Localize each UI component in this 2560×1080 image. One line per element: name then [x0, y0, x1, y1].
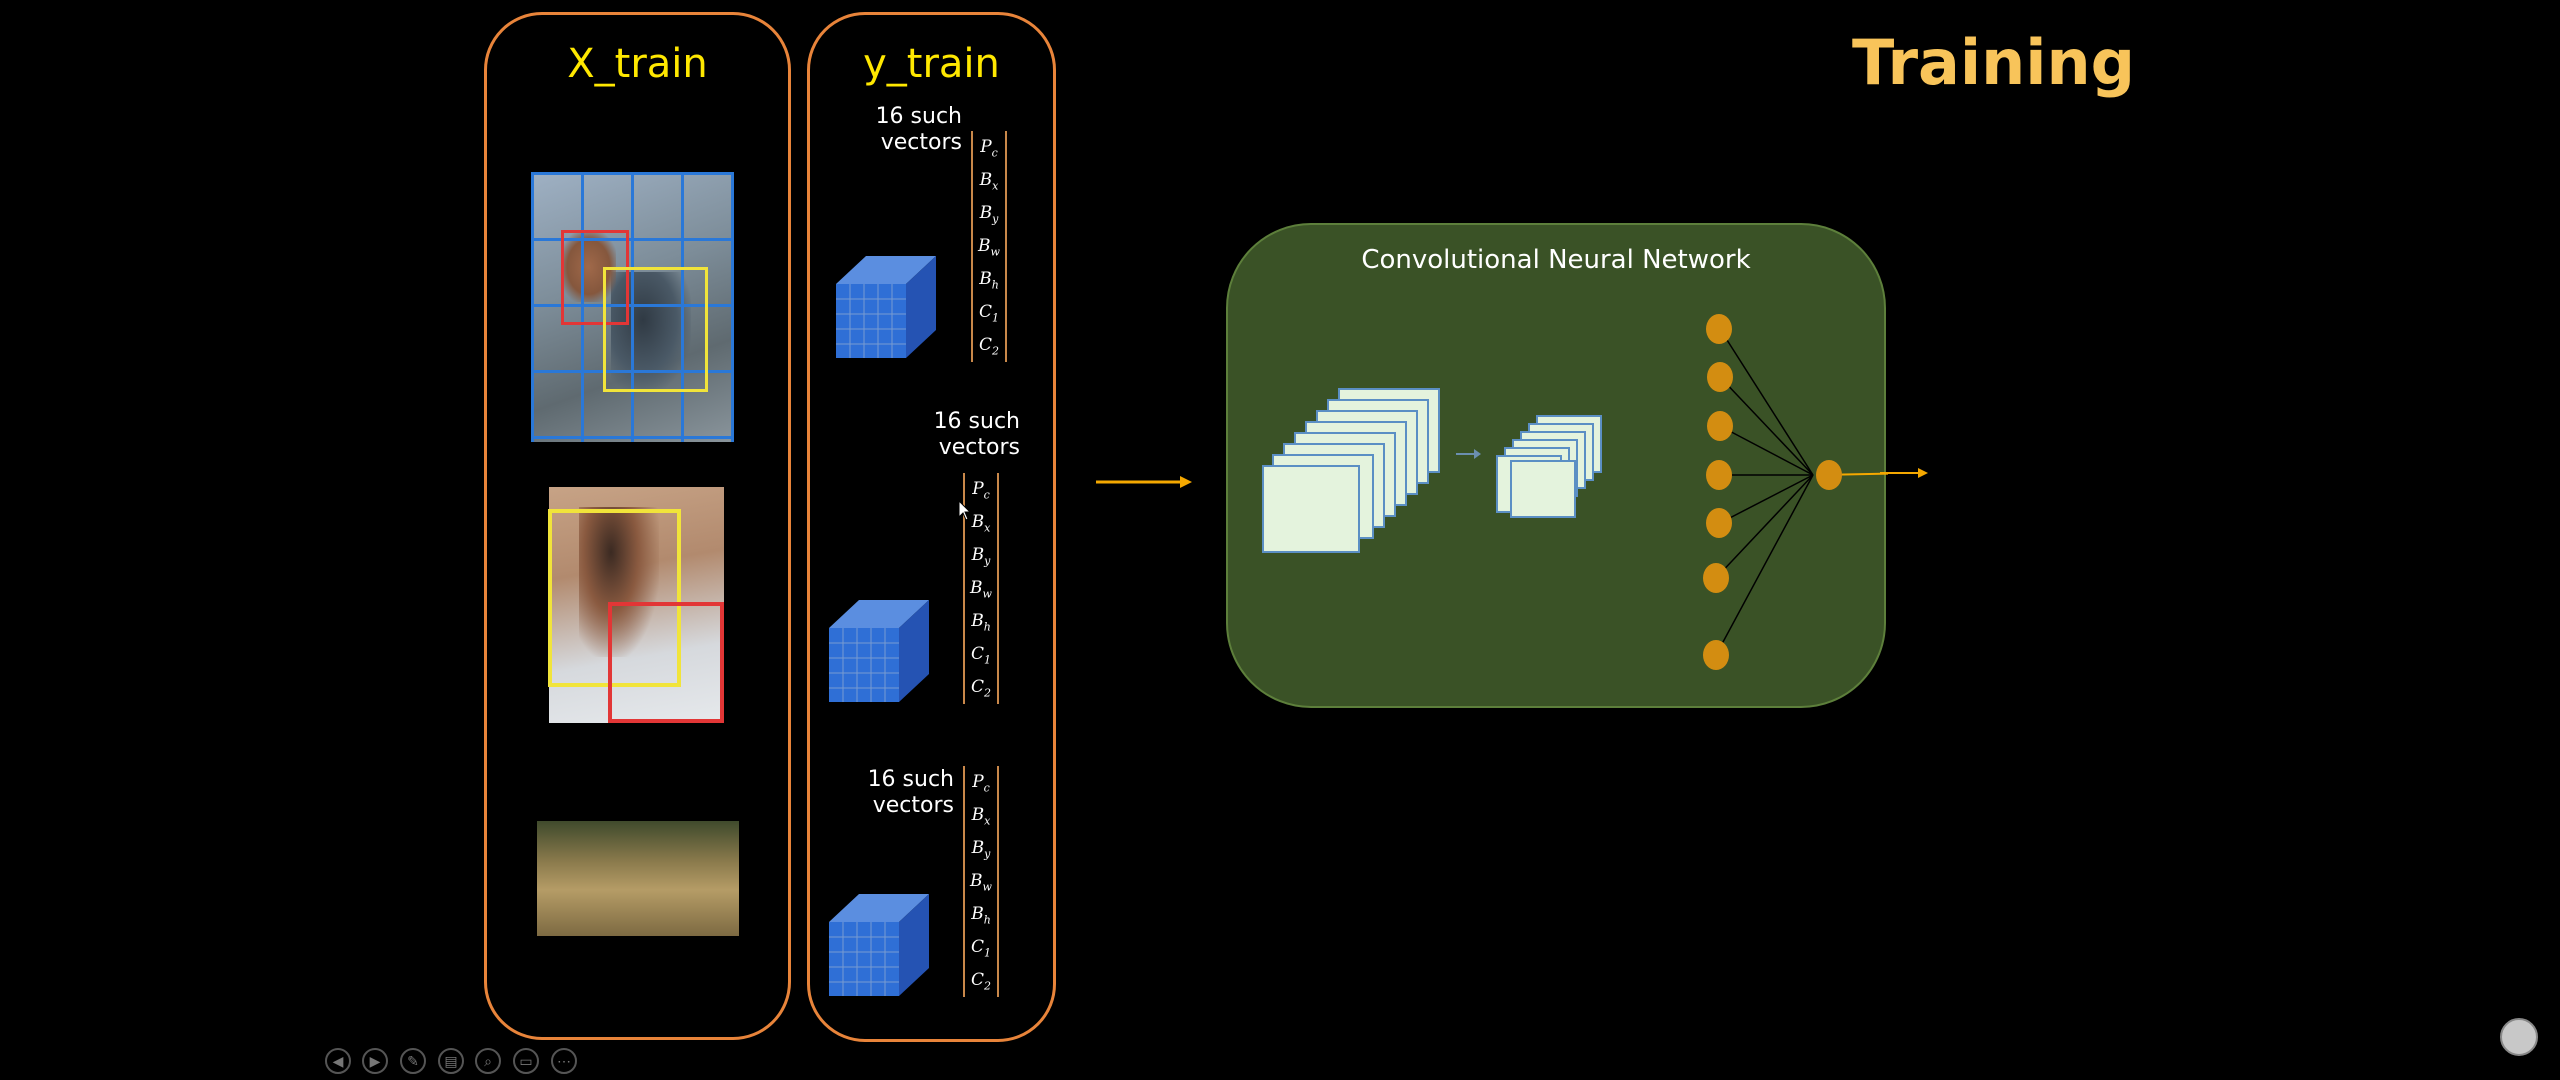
slides-icon[interactable]: ▤: [438, 1048, 464, 1074]
feature-map: [1262, 465, 1360, 553]
zoom-icon[interactable]: ⌕: [475, 1048, 501, 1074]
neuron: [1703, 563, 1729, 593]
vector-bh: Bh: [971, 904, 991, 927]
prev-icon[interactable]: ◀: [325, 1048, 351, 1074]
grid-cube-icon: [829, 894, 929, 996]
output-arrow-icon: [1880, 468, 1928, 478]
slide-title: Training: [1852, 26, 2136, 99]
output-vector: Pc Bx By Bw Bh C1 C2: [963, 473, 999, 704]
grid-line: [531, 172, 734, 175]
vector-pc: Pc: [972, 772, 990, 795]
such-vectors-label: 16 such vectors: [933, 409, 1020, 460]
bbox-red: [608, 602, 724, 723]
more-icon[interactable]: ⋯: [551, 1048, 577, 1074]
vector-c2: C2: [978, 335, 999, 358]
vector-bx: Bx: [971, 512, 991, 535]
output-neuron: [1816, 460, 1842, 490]
mouse-cursor-icon: [958, 500, 972, 521]
vector-bw: Bw: [970, 578, 992, 601]
bbox-yellow: [603, 267, 708, 392]
such-vectors-label: 16 such vectors: [867, 767, 954, 818]
vector-bw: Bw: [978, 236, 1000, 259]
neuron: [1706, 314, 1732, 344]
training-image-3: [537, 821, 739, 936]
next-icon[interactable]: ▶: [362, 1048, 388, 1074]
grid-line: [531, 172, 534, 442]
grid-line: [531, 304, 734, 307]
grid-line: [531, 238, 734, 241]
neuron: [1707, 362, 1733, 392]
neuron: [1707, 411, 1733, 441]
pen-icon[interactable]: ✎: [400, 1048, 426, 1074]
subtitle-icon[interactable]: ▭: [513, 1048, 539, 1074]
grid-line: [731, 172, 734, 442]
vector-c1: C1: [978, 302, 999, 325]
vector-c1: C1: [970, 937, 991, 960]
vector-c2: C2: [970, 677, 991, 700]
output-vector: Pc Bx By Bw Bh C1 C2: [971, 131, 1007, 362]
x-train-panel: X_train: [484, 12, 791, 1040]
grid-line: [631, 172, 634, 442]
grid-cube-icon: [829, 600, 929, 702]
feature-map: [1510, 460, 1576, 518]
neuron: [1703, 640, 1729, 670]
vector-c1: C1: [970, 644, 991, 667]
y-train-panel: y_train: [807, 12, 1056, 1042]
channel-logo-icon: [2500, 1018, 2538, 1056]
y-train-title: y_train: [863, 41, 1000, 87]
bbox-yellow: [548, 509, 681, 687]
vector-bh: Bh: [979, 269, 999, 292]
vector-pc: Pc: [972, 479, 990, 502]
vector-by: By: [971, 545, 991, 568]
vector-pc: Pc: [980, 137, 998, 160]
grid-line: [531, 436, 734, 439]
bbox-red: [561, 230, 629, 325]
neuron: [1706, 460, 1732, 490]
vector-bw: Bw: [970, 871, 992, 894]
vector-bx: Bx: [971, 805, 991, 828]
grid-cube-icon: [836, 256, 936, 358]
dense-connections: [1715, 328, 1888, 656]
vector-by: By: [979, 203, 999, 226]
output-vector: Pc Bx By Bw Bh C1 C2: [963, 766, 999, 997]
layer-arrow-icon: [1456, 449, 1481, 459]
vector-c2: C2: [970, 970, 991, 993]
vector-by: By: [971, 838, 991, 861]
grid-line: [581, 172, 584, 442]
x-train-title: X_train: [567, 41, 708, 87]
image-2-person: [579, 507, 659, 657]
such-vectors-label: 16 such vectors: [875, 104, 962, 155]
cnn-block: Convolutional Neural Network: [1226, 223, 1888, 708]
grid-line: [681, 172, 684, 442]
input-arrow-icon: [1096, 476, 1192, 488]
training-image-1: [531, 172, 734, 442]
cnn-title: Convolutional Neural Network: [1361, 245, 1751, 275]
vector-bx: Bx: [979, 170, 999, 193]
neuron: [1706, 508, 1732, 538]
vector-bh: Bh: [971, 611, 991, 634]
grid-line: [531, 370, 734, 373]
